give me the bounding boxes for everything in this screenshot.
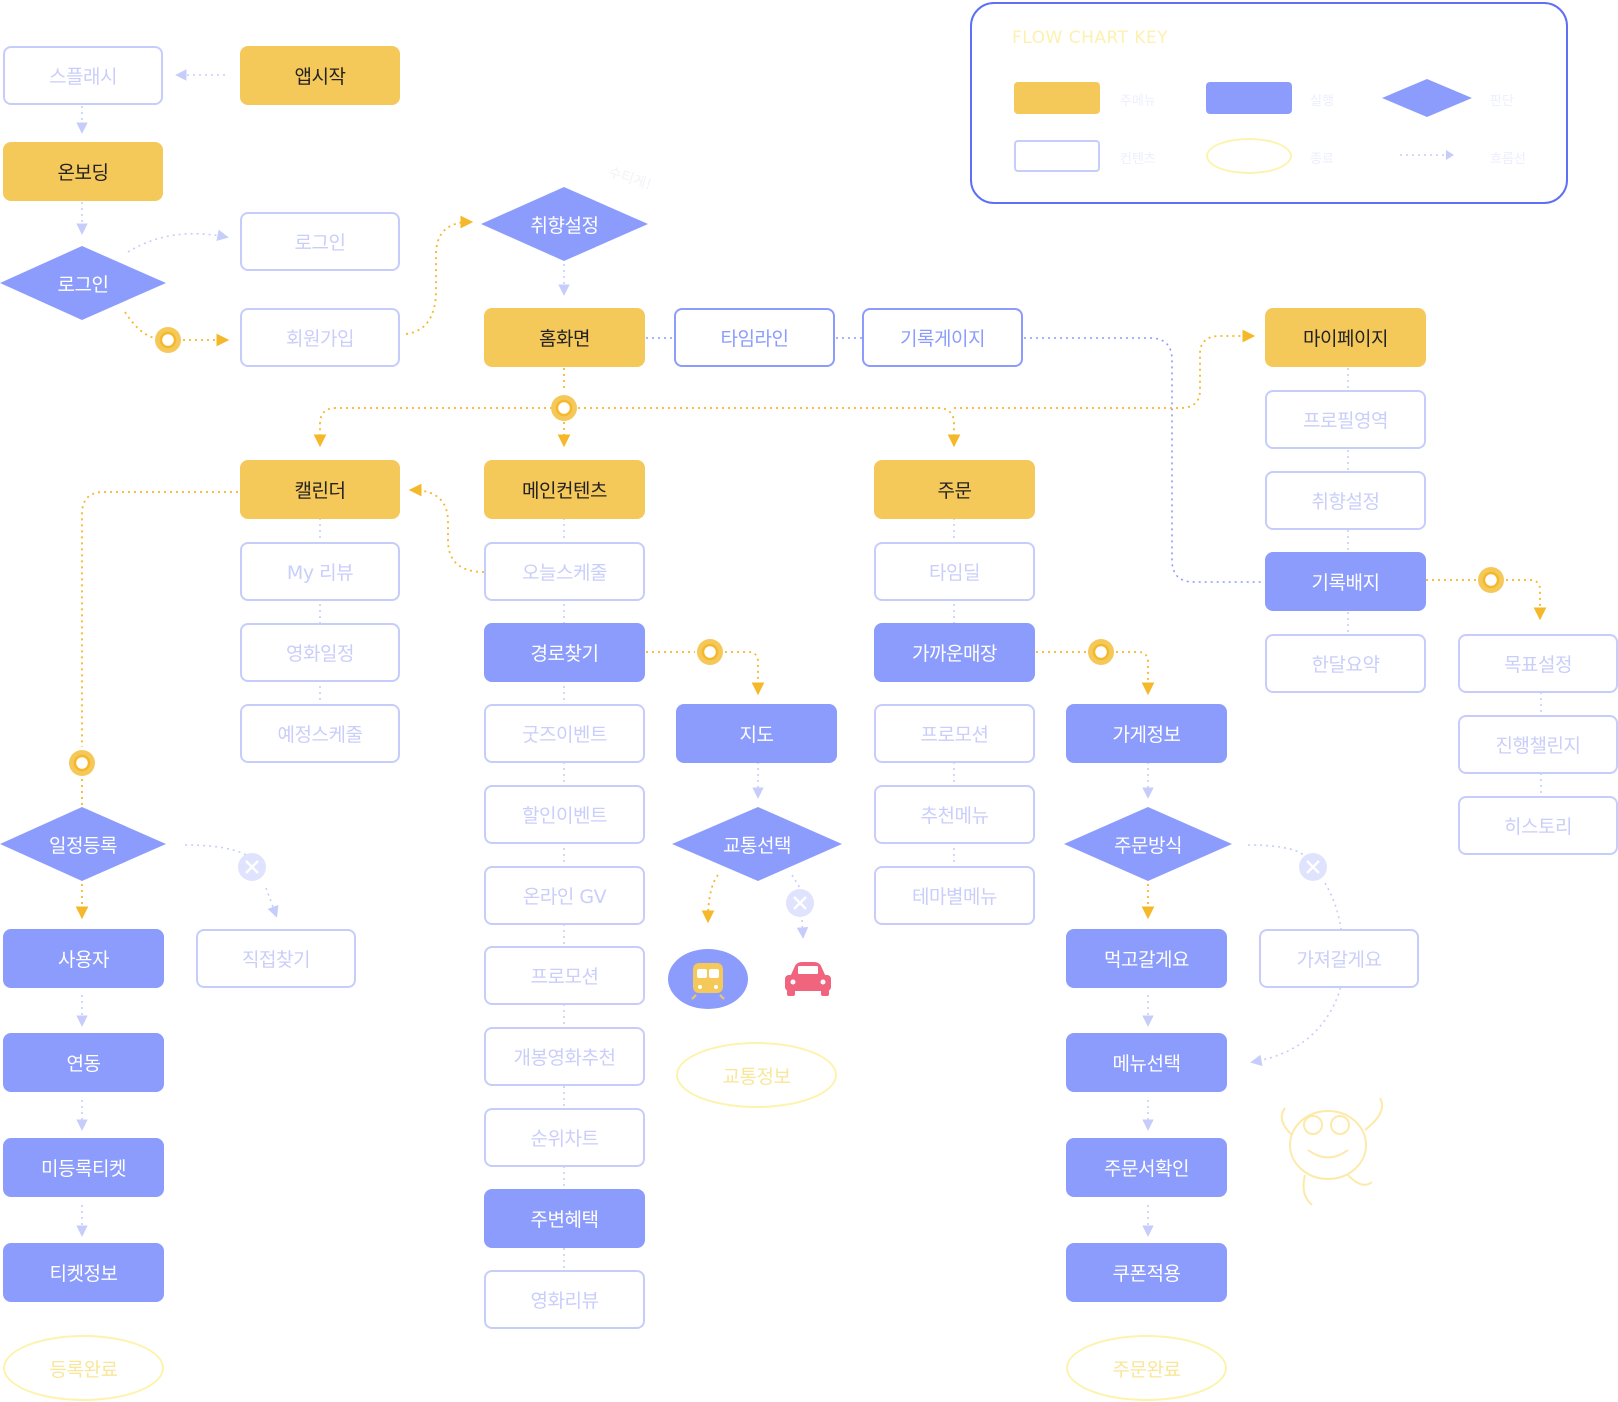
login-decision-label: 로그인: [57, 273, 109, 296]
legend-main-swatch: [1014, 82, 1100, 114]
legend-decision-label: 판단: [1490, 94, 1514, 109]
store-info-node: 가게정보: [1066, 704, 1227, 763]
challenge-node: 진행챌린지: [1458, 715, 1618, 774]
transport-info-node: 교통정보: [676, 1042, 837, 1108]
mypage-node: 마이페이지: [1265, 308, 1426, 367]
calendar-node: 캘린더: [240, 460, 400, 519]
preference-decision-label: 취향설정: [530, 214, 599, 237]
user-node: 사용자: [3, 929, 164, 988]
legend-flow-label: 흐름선: [1490, 152, 1526, 167]
movie-schedule-node: 영화일정: [240, 623, 400, 682]
transport-decision-diamond: [672, 807, 842, 881]
profile-area-node: 프로필영역: [1265, 390, 1426, 449]
history-node: 히스토리: [1458, 796, 1618, 855]
legend-main-label: 주메뉴: [1120, 94, 1156, 109]
transport-decision-label: 교통선택: [723, 834, 791, 857]
signup-node: 회원가입: [240, 308, 400, 367]
close-icon: [238, 853, 1327, 917]
preference-decision-diamond: [481, 187, 648, 261]
legend-content-swatch: [1014, 140, 1100, 172]
order-confirm-node: 주문서확인: [1066, 1138, 1227, 1197]
goal-setting-node: 목표설정: [1458, 634, 1618, 693]
train-icon: [668, 949, 748, 1009]
my-review-node: My 리뷰: [240, 542, 400, 601]
splash-node: 스플래시: [3, 46, 163, 105]
onboarding-node: 온보딩: [3, 142, 163, 201]
login-node: 로그인: [240, 212, 400, 271]
map-node: 지도: [676, 704, 837, 763]
planned-schedule-node: 예정스케줄: [240, 704, 400, 763]
order-node: 주문: [874, 460, 1035, 519]
legend-end-label: 종료: [1310, 152, 1334, 167]
unregistered-ticket-node: 미등록티켓: [3, 1138, 164, 1197]
legend-content-label: 컨텐츠: [1120, 152, 1156, 167]
legend-action-label: 실행: [1310, 94, 1334, 109]
coupon-apply-node: 쿠폰적용: [1066, 1243, 1227, 1302]
legend-end-swatch: [1206, 138, 1292, 174]
promotion-order-node: 프로모션: [874, 704, 1035, 763]
order-complete-node: 주문완료: [1066, 1335, 1227, 1401]
record-gauge-node: 기록게이지: [862, 308, 1023, 367]
app-start-node: 앱시작: [240, 46, 400, 105]
legend-action-swatch: [1206, 82, 1292, 114]
register-complete-node: 등록완료: [3, 1335, 164, 1401]
home-node: 홈화면: [484, 308, 645, 367]
menu-select-node: 메뉴선택: [1066, 1033, 1227, 1092]
timeline-node: 타임라인: [674, 308, 835, 367]
movie-review-node: 영화리뷰: [484, 1270, 645, 1329]
login-decision-diamond: [0, 246, 166, 320]
main-contents-node: 메인컨텐츠: [484, 460, 645, 519]
today-schedule-node: 오늘스케줄: [484, 542, 645, 601]
order-method-decision-diamond: [1064, 807, 1232, 881]
eat-in-node: 먹고갈게요: [1066, 929, 1227, 988]
car-icon: [785, 962, 831, 996]
ticket-info-node: 티켓정보: [3, 1243, 164, 1302]
monthly-summary-node: 한달요약: [1265, 634, 1426, 693]
legend-title: FLOW CHART KEY: [1012, 28, 1169, 48]
theme-menu-node: 테마별메뉴: [874, 866, 1035, 925]
flow-chart-key: FLOW CHART KEY 주메뉴 실행 판단 컨텐츠 종료 흐름선: [970, 2, 1568, 204]
goods-event-node: 굿즈이벤트: [484, 704, 645, 763]
recommended-menu-node: 추천메뉴: [874, 785, 1035, 844]
promotion-main-node: 프로모션: [484, 946, 645, 1005]
link-node: 연동: [3, 1033, 164, 1092]
legend-flow-swatch: [1400, 150, 1454, 160]
junction-circle-icon: [69, 327, 1504, 776]
find-directly-node: 직접찾기: [196, 929, 356, 988]
order-method-decision-label: 주문방식: [1114, 834, 1182, 857]
schedule-register-decision-diamond: [0, 807, 166, 881]
schedule-register-decision-label: 일정등록: [49, 834, 117, 857]
mascot-illustration: [1280, 1097, 1384, 1206]
online-gv-node: 온라인 GV: [484, 866, 645, 925]
find-route-node: 경로찾기: [484, 623, 645, 682]
nearest-store-node: 가까운매장: [874, 623, 1035, 682]
record-badge-node: 기록배지: [1265, 552, 1426, 611]
nearby-benefit-node: 주변혜택: [484, 1189, 645, 1248]
take-out-node: 가져갈게요: [1259, 929, 1419, 988]
ranking-chart-node: 순위차트: [484, 1108, 645, 1167]
time-deal-node: 타임딜: [874, 542, 1035, 601]
preference-setting-node: 취향설정: [1265, 471, 1426, 530]
new-movie-recommend-node: 개봉영화추천: [484, 1027, 645, 1086]
discount-event-node: 할인이벤트: [484, 785, 645, 844]
legend-decision-swatch: [1382, 79, 1472, 117]
